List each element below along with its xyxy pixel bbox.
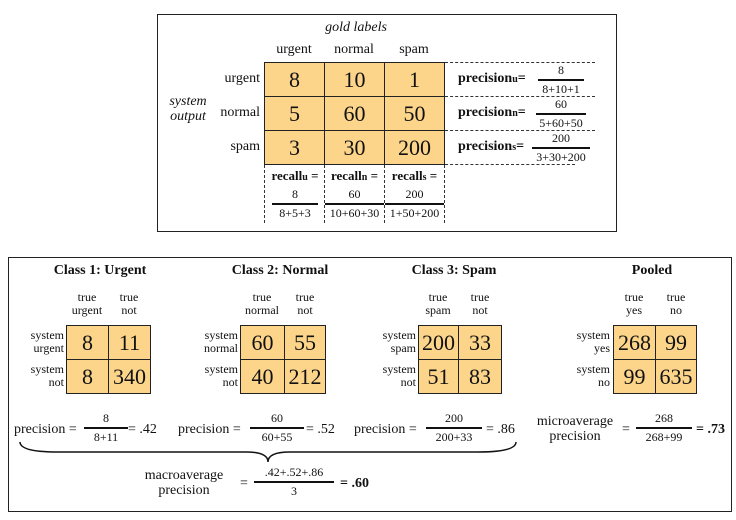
class-2-cell-fn: 40 bbox=[240, 359, 285, 394]
dashed-col-line bbox=[264, 165, 265, 223]
row-label-urgent: urgent bbox=[224, 71, 260, 86]
top-cell-2-1: 30 bbox=[324, 130, 385, 165]
pooled-title: Pooled bbox=[631, 263, 673, 278]
class-2-cell-tp: 60 bbox=[240, 325, 285, 360]
class-1-cell-fp: 11 bbox=[108, 325, 151, 360]
dashed-col-line bbox=[444, 165, 445, 223]
gold-labels-heading: gold labels bbox=[325, 20, 387, 35]
dashed-row-line bbox=[445, 62, 595, 63]
row-label-spam: spam bbox=[230, 139, 260, 154]
top-cell-2-0: 3 bbox=[264, 130, 325, 165]
col-label-urgent: urgent bbox=[276, 42, 312, 57]
class-2-cell-tn: 212 bbox=[284, 359, 326, 394]
system-output-label: system output bbox=[169, 94, 207, 124]
pooled-cell-tn: 635 bbox=[655, 359, 697, 394]
class-2-cell-fp: 55 bbox=[284, 325, 326, 360]
class-1-cell-tp: 8 bbox=[66, 325, 109, 360]
top-cell-2-2: 200 bbox=[384, 130, 445, 165]
col-label-normal: normal bbox=[334, 42, 374, 57]
dashed-row-line bbox=[445, 96, 595, 97]
pooled-cell-fn: 99 bbox=[613, 359, 656, 394]
class-3-cell-tp: 200 bbox=[418, 325, 459, 360]
row-label-normal: normal bbox=[220, 105, 260, 120]
class-3-cell-fp: 33 bbox=[458, 325, 502, 360]
class-3-cell-fn: 51 bbox=[418, 359, 459, 394]
top-confusion-matrix-panel bbox=[157, 14, 617, 232]
top-cell-0-1: 10 bbox=[324, 62, 385, 97]
class-3-cell-tn: 83 bbox=[458, 359, 502, 394]
top-cell-0-2: 1 bbox=[384, 62, 445, 97]
class-2-title: Class 2: Normal bbox=[231, 263, 329, 278]
top-cell-0-0: 8 bbox=[264, 62, 325, 97]
class-1-cell-fn: 8 bbox=[66, 359, 109, 394]
macroaverage-brace bbox=[19, 441, 517, 463]
bottom-per-class-panel bbox=[8, 257, 732, 512]
col-label-spam: spam bbox=[399, 42, 429, 57]
top-cell-1-1: 60 bbox=[324, 96, 385, 131]
dashed-col-line bbox=[324, 165, 325, 223]
dashed-row-line bbox=[445, 164, 575, 165]
top-cell-1-0: 5 bbox=[264, 96, 325, 131]
pooled-cell-fp: 99 bbox=[655, 325, 697, 360]
dashed-row-line bbox=[445, 130, 595, 131]
pooled-cell-tp: 268 bbox=[613, 325, 656, 360]
dashed-col-line bbox=[384, 165, 385, 223]
class-1-cell-tn: 340 bbox=[108, 359, 151, 394]
class-3-title: Class 3: Spam bbox=[411, 263, 497, 278]
top-cell-1-2: 50 bbox=[384, 96, 445, 131]
class-1-title: Class 1: Urgent bbox=[53, 263, 147, 278]
